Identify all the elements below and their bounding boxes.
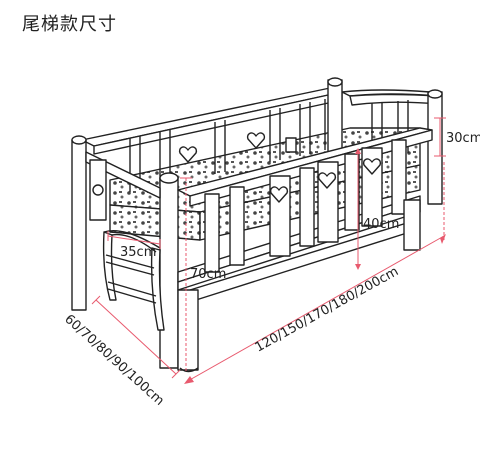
front-rail [177,127,433,291]
lower-frame [177,199,421,373]
headboard-right [327,77,443,205]
footboard-left [71,135,179,369]
page-title: 尾梯款尺寸 [22,14,117,35]
heart-icon [246,132,266,149]
dim-line-width [95,299,177,375]
height-30-label: 30cm [446,131,480,146]
dimension-lines [91,117,446,384]
bed-frame [71,77,443,373]
ladder-35-label: 35cm [120,245,156,260]
height-70-label: 70cm [190,267,226,282]
ladder [102,230,165,331]
heart-icon [362,158,382,175]
width-label: 60/70/80/90/100cm [61,312,166,409]
length-label: 120/150/170/180/200cm [253,264,401,355]
heart-icon [178,146,198,163]
heart-icon [317,172,337,189]
back-rail [81,87,343,192]
rail-40-label: 40cm [363,217,399,232]
dim-line-length [185,235,445,383]
dim-line-35 [107,235,161,245]
back-slats [129,99,326,192]
heart-icon [269,186,289,203]
